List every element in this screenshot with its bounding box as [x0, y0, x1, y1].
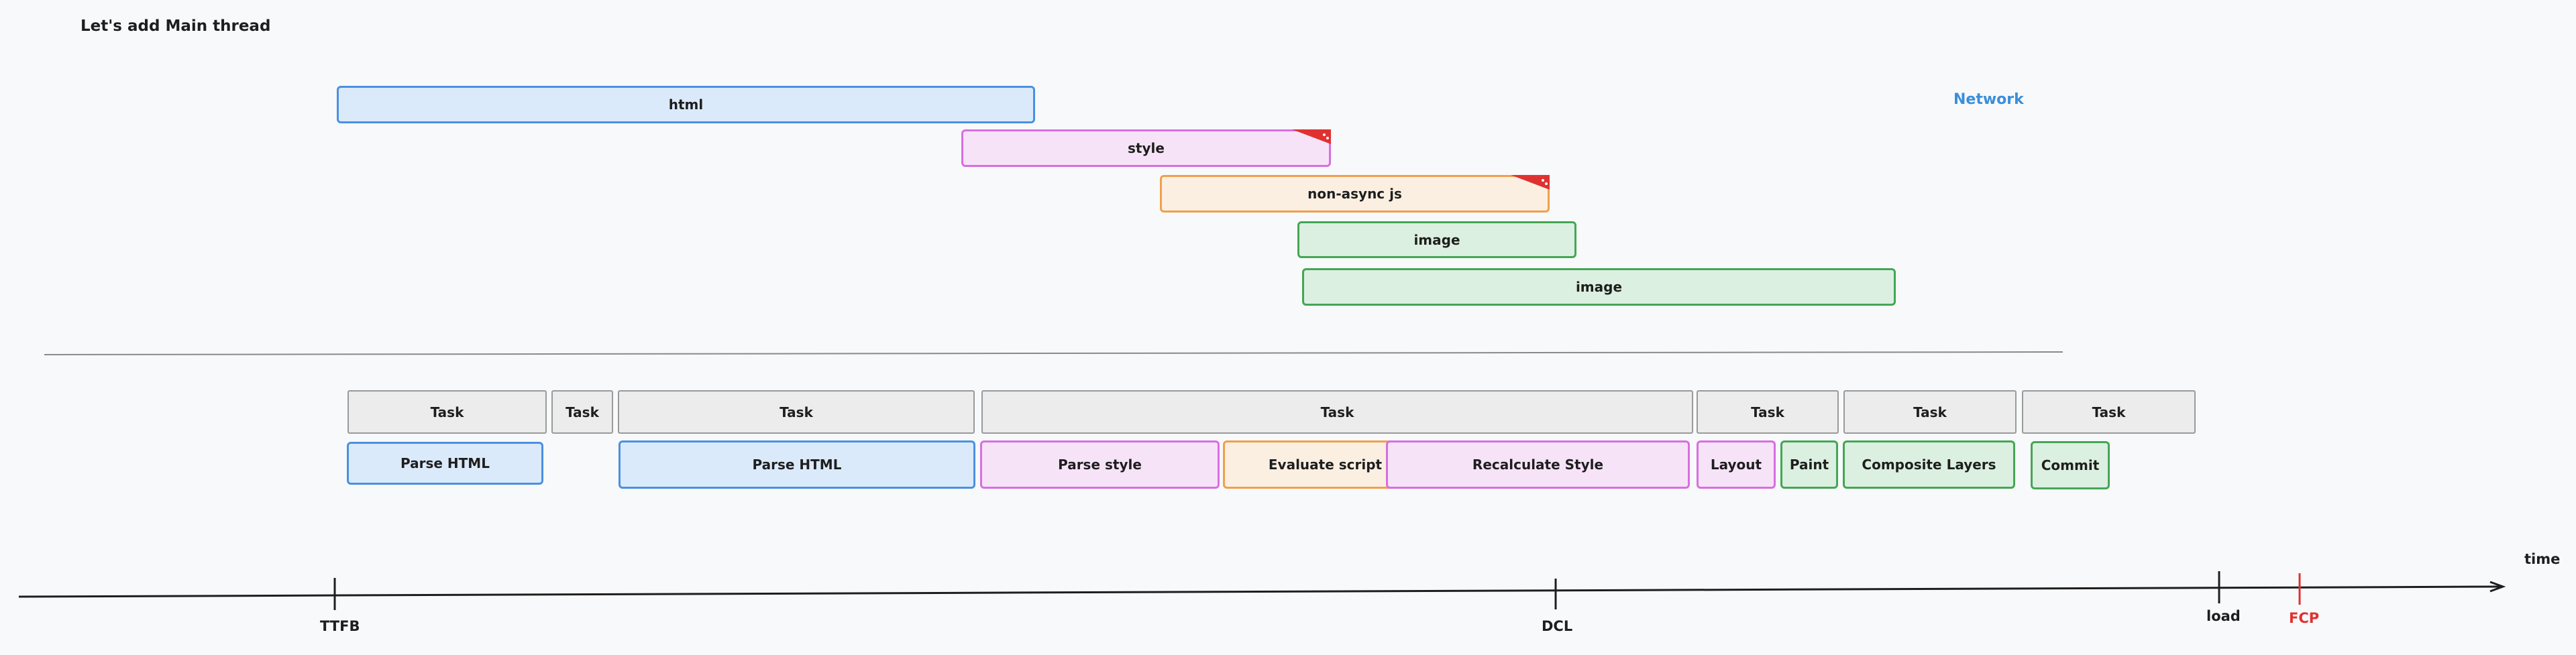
network-bar-style: style	[961, 129, 1331, 167]
task-block: Task	[551, 390, 613, 434]
diagram-title: Let's add Main thread	[80, 17, 271, 35]
activity-label: Commit	[2041, 457, 2100, 473]
task-block: Task	[2022, 390, 2196, 434]
activity-commit: Commit	[2031, 441, 2110, 489]
render-blocking-corner-icon	[1511, 175, 1550, 190]
task-label: Task	[1913, 404, 1947, 420]
network-label: Network	[1953, 91, 2024, 108]
network-bar-label: style	[1128, 140, 1165, 156]
activity-parse-html: Parse HTML	[347, 442, 543, 485]
marker-label-ttfb: TTFB	[320, 618, 360, 634]
timeline-axis	[18, 585, 2502, 598]
network-bar-html: html	[337, 86, 1035, 123]
marker-label-load: load	[2206, 608, 2241, 624]
activity-label: Recalculate Style	[1472, 457, 1604, 473]
section-divider	[44, 351, 2063, 355]
activity-parse-html: Parse HTML	[619, 440, 975, 489]
activity-composite-layers: Composite Layers	[1843, 440, 2015, 489]
task-label: Task	[780, 404, 813, 420]
task-block: Task	[1697, 390, 1839, 434]
task-block: Task	[981, 390, 1693, 434]
task-block: Task	[347, 390, 547, 434]
network-bar-label: non-async js	[1307, 186, 1402, 202]
task-block: Task	[618, 390, 975, 434]
activity-label: Evaluate script	[1268, 457, 1383, 473]
render-blocking-corner-icon	[1292, 129, 1331, 144]
task-label: Task	[1751, 404, 1784, 420]
activity-label: Parse HTML	[400, 455, 490, 471]
activity-label: Parse style	[1058, 457, 1142, 473]
marker-label-dcl: DCL	[1542, 618, 1573, 634]
task-label: Task	[566, 404, 599, 420]
network-bar-label: html	[668, 97, 704, 113]
network-bar-image: image	[1302, 268, 1896, 306]
activity-label: Layout	[1710, 457, 1762, 473]
task-label: Task	[2092, 404, 2126, 420]
time-axis-label: time	[2524, 551, 2561, 567]
task-label: Task	[430, 404, 464, 420]
activity-parse-style: Parse style	[980, 440, 1220, 489]
network-bar-image: image	[1297, 221, 1576, 258]
activity-layout: Layout	[1697, 440, 1776, 489]
task-label: Task	[1320, 404, 1354, 420]
network-bar-label: image	[1575, 279, 1623, 295]
marker-label-fcp: FCP	[2289, 610, 2320, 626]
network-bar-label: image	[1413, 231, 1460, 248]
timeline-arrowhead-icon	[2489, 581, 2506, 593]
activity-recalculate-style: Recalculate Style	[1386, 440, 1690, 489]
task-block: Task	[1843, 390, 2017, 434]
activity-label: Composite Layers	[1862, 457, 1996, 473]
activity-paint: Paint	[1780, 440, 1838, 489]
network-bar-non-async-js: non-async js	[1160, 175, 1550, 213]
activity-label: Paint	[1789, 457, 1829, 473]
activity-label: Parse HTML	[752, 457, 842, 473]
